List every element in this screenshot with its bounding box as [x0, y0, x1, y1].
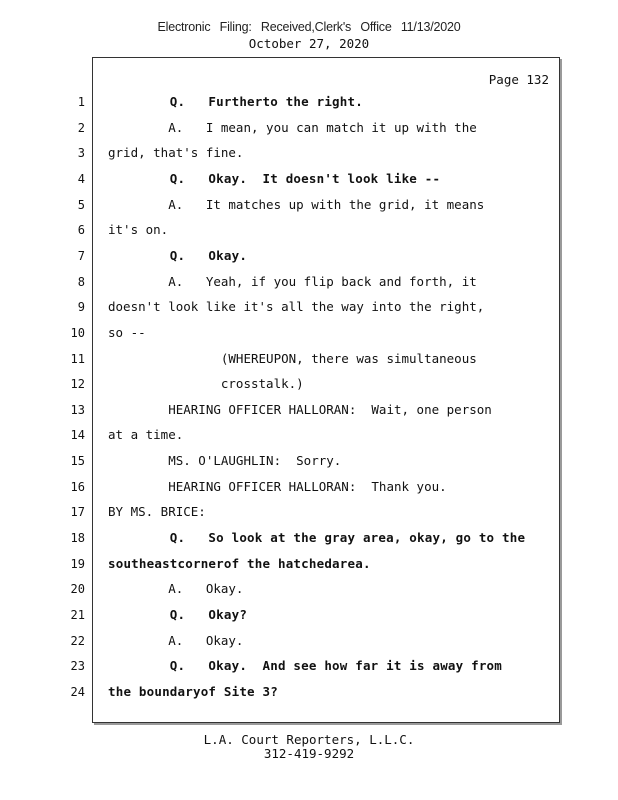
- line-number: 21: [70, 608, 85, 622]
- line-number: 23: [70, 659, 85, 674]
- line-number: 24: [70, 684, 85, 699]
- line-number: 19: [70, 556, 85, 571]
- transcript-line: 24 the boundaryof Site 3?: [0, 682, 618, 702]
- line-text: (WHEREUPON, there was simultaneous: [108, 350, 477, 366]
- line-number: 7: [77, 248, 85, 263]
- transcript-line: 23 Q. Okay. And see how far it is away f…: [0, 656, 618, 676]
- line-text: A. Okay.: [108, 581, 244, 597]
- line-number: 6: [77, 223, 85, 238]
- transcript-line: 3 grid, that's fine.: [0, 143, 618, 163]
- transcript-line: 10 so --: [0, 323, 618, 343]
- line-text: the boundaryof Site 3?: [108, 683, 278, 699]
- line-number: 14: [70, 428, 85, 443]
- line-text: so --: [108, 324, 146, 340]
- line-text: Q. Okay. It doesn't look like --: [108, 170, 441, 186]
- transcript-line: 7 Q. Okay.: [0, 246, 618, 266]
- transcript-line: 13 HEARING OFFICER HALLORAN: Wait, one p…: [0, 400, 618, 420]
- line-text: BY MS. BRICE:: [108, 504, 206, 520]
- page-number: Page 132: [488, 72, 549, 87]
- transcript-line: 15 MS. O'LAUGHLIN: Sorry.: [0, 451, 618, 471]
- line-number: 10: [70, 325, 85, 340]
- line-text: it's on.: [108, 222, 169, 238]
- line-number: 5: [77, 197, 85, 212]
- line-text: A. It matches up with the grid, it means: [108, 196, 485, 212]
- line-text: Q. Okay.: [108, 247, 248, 263]
- line-number: 2: [77, 120, 85, 135]
- line-number: 13: [70, 402, 85, 417]
- filing-stamp: Electronic Filing: Received,Clerk's Offi…: [157, 20, 461, 34]
- transcript-line: 22 A. Okay.: [0, 631, 618, 651]
- transcript-line: 20 A. Okay.: [0, 579, 618, 599]
- reporter-company: L.A. Court Reporters, L.L.C.: [203, 732, 415, 747]
- line-text: Q. Okay?: [108, 607, 248, 622]
- transcript-line: 9 doesn't look like it's all the way into…: [0, 297, 618, 317]
- transcript-line: 2 A. I mean, you can match it up with th…: [0, 118, 618, 138]
- line-number: 1: [77, 95, 85, 109]
- line-number: 3: [77, 146, 85, 161]
- line-text: A. Okay.: [108, 632, 244, 648]
- reporter-phone: 312-419-9292: [263, 746, 355, 761]
- line-text: southeastcornerof the hatchedarea.: [108, 555, 371, 571]
- line-number: 17: [70, 505, 85, 520]
- transcript-line: 5 A. It matches up with the grid, it mea…: [0, 195, 618, 215]
- transcript-line: 21 Q. Okay?: [0, 605, 618, 625]
- transcript-line: 4 Q. Okay. It doesn't look like --: [0, 169, 618, 189]
- transcript-line: 6 it's on.: [0, 220, 618, 240]
- line-text: Q. Furtherto the right.: [108, 94, 363, 109]
- line-text: A. I mean, you can match it up with the: [108, 119, 477, 135]
- line-text: Q. So look at the gray area, okay, go to…: [108, 530, 526, 546]
- line-text: HEARING OFFICER HALLORAN: Wait, one pers…: [108, 401, 492, 417]
- line-number: 20: [70, 582, 85, 597]
- line-text: doesn't look like it's all the way into …: [108, 299, 485, 315]
- line-number: 4: [77, 171, 85, 186]
- line-number: 18: [70, 531, 85, 546]
- line-number: 11: [70, 351, 85, 366]
- line-text: grid, that's fine.: [108, 145, 244, 161]
- transcript-line: 12 crosstalk.): [0, 374, 618, 394]
- line-number: 12: [70, 377, 85, 392]
- transcript-line: 8 A. Yeah, if you flip back and forth, i…: [0, 272, 618, 292]
- transcript-line: 17 BY MS. BRICE:: [0, 502, 618, 522]
- line-number: 22: [70, 633, 85, 648]
- hearing-date: October 27, 2020: [248, 36, 370, 51]
- line-number: 9: [77, 300, 85, 315]
- line-number: 8: [77, 274, 85, 289]
- transcript-line: 11 (WHEREUPON, there was simultaneous: [0, 349, 618, 369]
- line-text: HEARING OFFICER HALLORAN: Thank you.: [108, 478, 447, 494]
- transcript-line: 14 at a time.: [0, 425, 618, 445]
- line-number: 16: [70, 479, 85, 494]
- transcript-line: 19 southeastcornerof the hatchedarea.: [0, 554, 618, 574]
- transcript-line: 18 Q. So look at the gray area, okay, go…: [0, 528, 618, 548]
- line-text: Q. Okay. And see how far it is away from: [108, 658, 503, 674]
- line-text: crosstalk.): [108, 376, 304, 392]
- line-text: A. Yeah, if you flip back and forth, it: [108, 273, 477, 289]
- transcript-page-frame: [92, 57, 560, 723]
- line-text: MS. O'LAUGHLIN: Sorry.: [108, 453, 342, 469]
- line-text: at a time.: [108, 427, 184, 443]
- transcript-line: 1 Q. Furtherto the right.: [0, 92, 618, 112]
- transcript-line: 16 HEARING OFFICER HALLORAN: Thank you.: [0, 477, 618, 497]
- line-number: 15: [70, 454, 85, 469]
